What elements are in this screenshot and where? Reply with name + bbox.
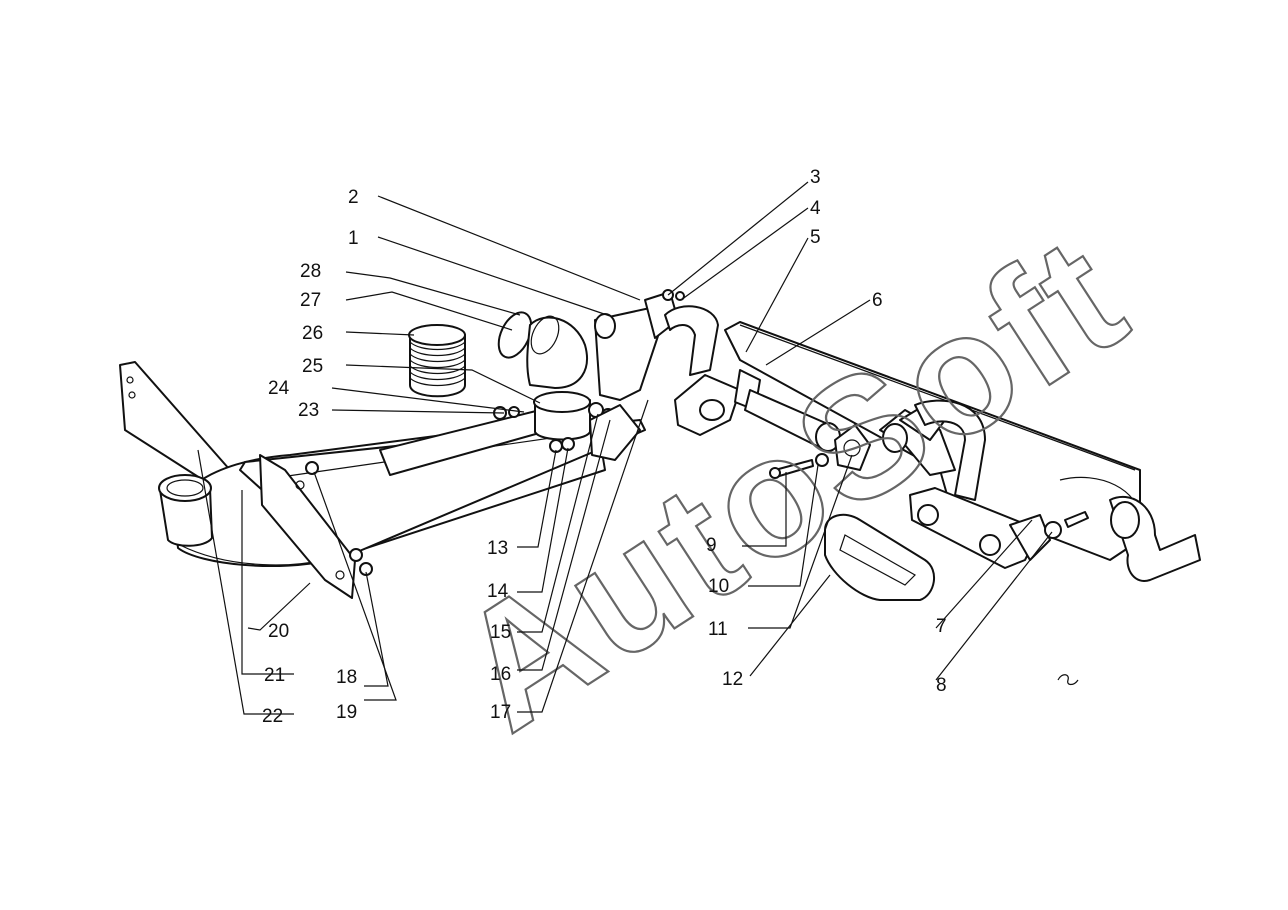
callout-19: 19 (336, 702, 357, 723)
callout-15: 15 (490, 622, 511, 643)
callout-labels: 2 1 3 4 5 6 28 27 26 25 24 23 13 14 15 1… (262, 167, 947, 727)
callout-1: 1 (348, 228, 359, 249)
flange (834, 424, 871, 471)
callout-18: 18 (336, 667, 357, 688)
front-inlet-pipe (159, 487, 213, 547)
callout-3: 3 (810, 167, 821, 188)
callout-8: 8 (936, 675, 947, 696)
upper-loop-pipe (664, 305, 719, 376)
callout-20: 20 (268, 621, 289, 642)
callout-24: 24 (268, 378, 290, 399)
callout-25: 25 (302, 356, 323, 377)
callout-2: 2 (348, 187, 359, 208)
callout-11: 11 (708, 619, 728, 640)
elbow-pipe (526, 316, 588, 389)
callout-7: 7 (936, 616, 947, 637)
callout-17: 17 (490, 702, 511, 723)
callout-4: 4 (810, 198, 821, 219)
callout-6: 6 (872, 290, 883, 311)
callout-13: 13 (487, 538, 508, 559)
callout-21: 21 (264, 665, 285, 686)
callout-9: 9 (706, 535, 717, 556)
callout-26: 26 (302, 323, 323, 344)
callout-14: 14 (487, 581, 509, 602)
callout-22: 22 (262, 706, 283, 727)
leader-lines (197, 181, 1053, 715)
side-bracket-plate (259, 454, 356, 599)
callout-23: 23 (298, 400, 319, 421)
callout-10: 10 (708, 576, 729, 597)
callout-28: 28 (300, 261, 321, 282)
callout-5: 5 (810, 227, 821, 248)
parts-drawing (119, 289, 1201, 686)
callout-27: 27 (300, 290, 321, 311)
callout-12: 12 (722, 669, 743, 690)
gasket (824, 513, 935, 601)
callout-16: 16 (490, 664, 511, 685)
bellows-hose (408, 324, 466, 398)
